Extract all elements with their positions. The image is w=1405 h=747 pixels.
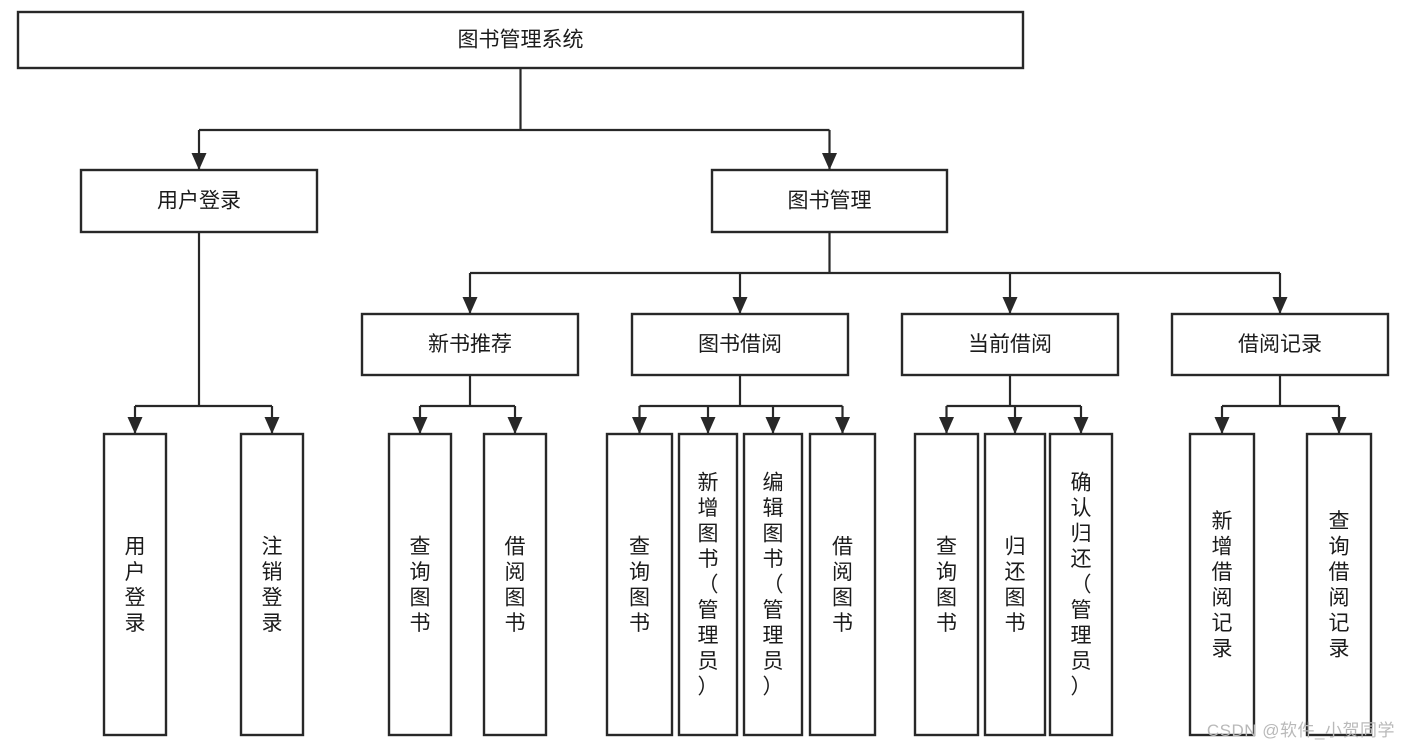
node-label-leaf-borrow-book-1: 借阅图书 — [505, 535, 526, 635]
watermark-label: CSDN @软件_小贺同学 — [1206, 721, 1395, 740]
book-borrow-to-leaves-arrow-2 — [765, 417, 781, 434]
node-box-borrow-record — [1170, 312, 1390, 377]
root-to-level1-arrow-0 — [191, 153, 207, 170]
root-to-level1-arrow-1 — [822, 153, 837, 170]
node-book-borrow[interactable]: 图书借阅 — [630, 312, 850, 377]
node-leaf-confirm-return[interactable]: 确认归还（管理员） — [1048, 432, 1114, 737]
node-label-leaf-user-login: 用户登录 — [125, 535, 146, 635]
node-leaf-query-book-3[interactable]: 查询图书 — [913, 432, 980, 737]
node-label-user-login: 用户登录 — [157, 190, 241, 213]
node-new-book-rec[interactable]: 新书推荐 — [360, 312, 580, 377]
node-leaf-query-book-1[interactable]: 查询图书 — [387, 432, 453, 737]
node-user-login[interactable]: 用户登录 — [79, 168, 319, 234]
node-leaf-add-record[interactable]: 新增借阅记录 — [1188, 432, 1256, 737]
node-box-leaf-user-login — [102, 432, 168, 737]
node-label-leaf-query-book-1: 查询图书 — [410, 535, 431, 635]
node-label-leaf-user-logout: 注销登录 — [262, 535, 283, 635]
nodes-layer: 图书管理系统用户登录图书管理新书推荐图书借阅当前借阅借阅记录用户登录注销登录查询… — [16, 10, 1390, 737]
node-leaf-edit-book[interactable]: 编辑图书（管理员） — [742, 432, 804, 737]
node-leaf-return-book[interactable]: 归还图书 — [983, 432, 1047, 737]
node-box-leaf-borrow-book-2 — [808, 432, 877, 737]
node-box-leaf-edit-book — [742, 432, 804, 737]
node-book-manage[interactable]: 图书管理 — [710, 168, 949, 234]
node-box-leaf-user-logout — [239, 432, 305, 737]
node-label-current-borrow: 当前借阅 — [968, 333, 1052, 356]
current-borrow-to-leaves-arrow-0 — [939, 417, 954, 434]
node-label-leaf-query-book-2: 查询图书 — [629, 535, 650, 635]
current-borrow-to-leaves-arrow-1 — [1007, 417, 1023, 434]
node-box-undefined — [16, 10, 1025, 70]
node-label-leaf-confirm-return: 确认归还（管理员） — [1071, 472, 1092, 699]
new-book-rec-to-leaves-arrow-0 — [412, 417, 428, 434]
book-borrow-to-leaves-arrow-1 — [700, 417, 716, 434]
node-label-book-manage: 图书管理 — [788, 190, 872, 213]
current-borrow-to-leaves-arrow-2 — [1073, 417, 1089, 434]
borrow-record-to-leaves-arrow-0 — [1214, 417, 1230, 434]
node-label-book-borrow: 图书借阅 — [698, 333, 782, 356]
book-borrow-to-leaves-arrow-3 — [835, 417, 850, 434]
node-label-leaf-query-record: 查询借阅记录 — [1329, 510, 1350, 661]
node-label-leaf-query-book-3: 查询图书 — [936, 535, 957, 635]
node-leaf-add-book[interactable]: 新增图书（管理员） — [677, 432, 739, 737]
node-label-leaf-borrow-book-2: 借阅图书 — [832, 535, 853, 635]
bookmanage-to-level2-arrow-2 — [1002, 297, 1018, 314]
node-box-leaf-query-book-1 — [387, 432, 453, 737]
node-box-leaf-query-record — [1305, 432, 1373, 737]
node-box-book-manage — [710, 168, 949, 234]
book-borrow-to-leaves-arrow-0 — [632, 417, 647, 434]
node-box-leaf-confirm-return — [1048, 432, 1114, 737]
node-label-leaf-return-book: 归还图书 — [1005, 535, 1026, 635]
node-leaf-query-record[interactable]: 查询借阅记录 — [1305, 432, 1373, 737]
node-current-borrow[interactable]: 当前借阅 — [900, 312, 1120, 377]
node-box-leaf-return-book — [983, 432, 1047, 737]
node-leaf-user-logout[interactable]: 注销登录 — [239, 432, 305, 737]
user-login-to-leaves-arrow-1 — [264, 417, 280, 434]
node-leaf-borrow-book-1[interactable]: 借阅图书 — [482, 432, 548, 737]
node-label-new-book-rec: 新书推荐 — [428, 333, 512, 356]
node-label-leaf-add-book: 新增图书（管理员） — [698, 472, 719, 699]
bookmanage-to-level2-arrow-1 — [732, 297, 748, 314]
node-box-user-login — [79, 168, 319, 234]
node-leaf-user-login[interactable]: 用户登录 — [102, 432, 168, 737]
borrow-record-to-leaves-arrow-1 — [1331, 417, 1347, 434]
node-box-leaf-borrow-book-1 — [482, 432, 548, 737]
node-undefined[interactable]: 图书管理系统 — [16, 10, 1025, 70]
node-box-leaf-query-book-2 — [605, 432, 674, 737]
node-leaf-query-book-2[interactable]: 查询图书 — [605, 432, 674, 737]
node-borrow-record[interactable]: 借阅记录 — [1170, 312, 1390, 377]
node-box-book-borrow — [630, 312, 850, 377]
node-box-current-borrow — [900, 312, 1120, 377]
node-label-borrow-record: 借阅记录 — [1238, 333, 1322, 356]
bookmanage-to-level2-arrow-3 — [1272, 297, 1288, 314]
user-login-to-leaves-arrow-0 — [127, 417, 143, 434]
node-box-leaf-query-book-3 — [913, 432, 980, 737]
node-label-undefined: 图书管理系统 — [458, 29, 584, 52]
new-book-rec-to-leaves-arrow-1 — [507, 417, 523, 434]
bookmanage-to-level2-arrow-0 — [462, 297, 478, 314]
node-box-leaf-add-record — [1188, 432, 1256, 737]
node-label-leaf-edit-book: 编辑图书（管理员） — [763, 472, 784, 699]
node-box-new-book-rec — [360, 312, 580, 377]
node-leaf-borrow-book-2[interactable]: 借阅图书 — [808, 432, 877, 737]
node-label-leaf-add-record: 新增借阅记录 — [1212, 510, 1233, 661]
connectors-layer — [127, 68, 1347, 434]
node-box-leaf-add-book — [677, 432, 739, 737]
